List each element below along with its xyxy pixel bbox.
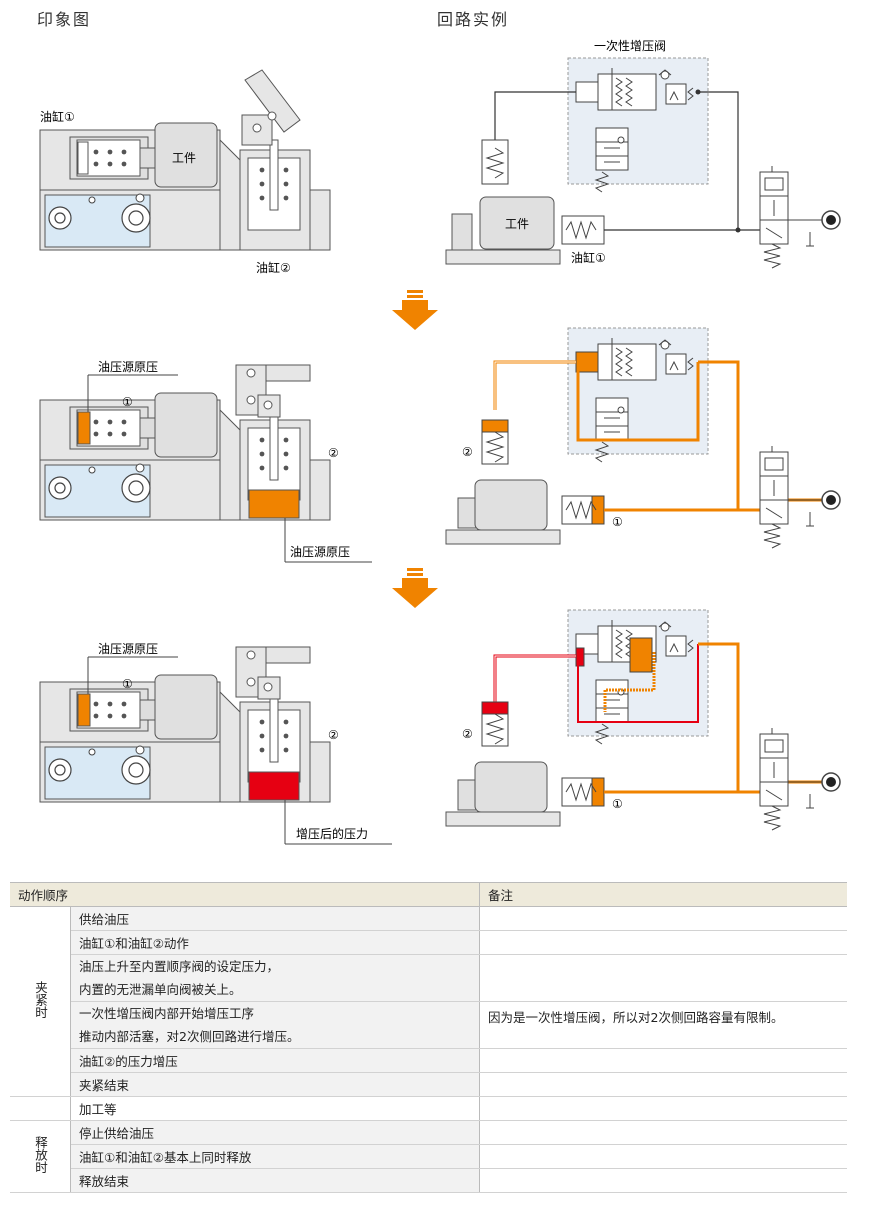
table-row: 夹紧结束 <box>70 1072 480 1097</box>
row-note <box>479 954 847 1002</box>
row-text: 夹紧结束 <box>79 1078 130 1093</box>
table-row: 油缸①和油缸②基本上同时释放 <box>70 1144 480 1169</box>
clamp-circuit-diagram: 油缸① 工件 油缸② 一次性增压阀 工件 油缸① 油压源原压 <box>39 39 841 845</box>
sequence-table: 动作顺序 备注 夹紧时 供给油压 油缸①和油缸②动作 油压上升至内置顺序阀的设定… <box>10 882 847 1193</box>
stage1-booster-valve <box>568 58 708 192</box>
row-note <box>479 1096 847 1121</box>
stage2-src-label-top: 油压源原压 <box>98 360 158 374</box>
stage3-n2: ② <box>328 728 339 742</box>
stage-3: 油压源原压 ① ② 增压后的压力 ② ① <box>39 610 841 845</box>
stage2-n2: ② <box>328 446 339 460</box>
group-release-label: 释放时 <box>33 1135 48 1174</box>
stage3-n1: ① <box>122 677 133 691</box>
row-note <box>479 1048 847 1073</box>
row-text: 推动内部活塞，对2次侧回路进行增压。 <box>79 1029 300 1044</box>
table-row: 油缸①和油缸②动作 <box>70 930 480 955</box>
row-text: 供给油压 <box>79 912 130 927</box>
table-row: 释放结束 <box>70 1168 480 1193</box>
row-text: 内置的无泄漏单向阀被关上。 <box>79 982 242 997</box>
stage-2: 油压源原压 ① ② 油压源原压 ② ① <box>39 328 841 563</box>
table-row: 供给油压 <box>70 906 480 931</box>
col-action-header: 动作顺序 <box>10 882 480 907</box>
right-header: 回路实例 <box>437 10 510 29</box>
row-note: 因为是一次性增压阀，所以对2次侧回路容量有限制。 <box>479 1001 847 1049</box>
stage3-booster-valve <box>568 610 708 744</box>
stage3-boosted-label: 增压后的压力 <box>296 826 368 841</box>
col-note-header: 备注 <box>479 882 847 907</box>
table-row: 一次性增压阀内部开始增压工序 推动内部活塞，对2次侧回路进行增压。 <box>70 1001 480 1049</box>
group-clamp-label: 夹紧时 <box>33 980 48 1019</box>
stage2-circuit-n2: ② <box>462 445 473 459</box>
stage1-cyl1-label: 油缸① <box>40 109 75 124</box>
stage1-circuit-workpiece-label: 工件 <box>505 217 529 231</box>
row-note <box>479 906 847 931</box>
stage2-booster-valve <box>568 328 708 462</box>
row-text: 油缸①和油缸②动作 <box>79 936 189 951</box>
row-note <box>479 930 847 955</box>
table-row: 停止供给油压 <box>70 1120 480 1145</box>
row-text: 加工等 <box>79 1102 117 1117</box>
row-note <box>479 1144 847 1169</box>
row-text: 油缸①和油缸②基本上同时释放 <box>79 1150 252 1165</box>
stage1-cyl2-label: 油缸② <box>256 260 291 275</box>
stage2-n1: ① <box>122 395 133 409</box>
table-row: 加工等 <box>70 1096 480 1121</box>
down-arrow-2 <box>392 568 438 608</box>
stage1-circuit-cyl1-label: 油缸① <box>571 250 606 265</box>
stage1-workpiece-label: 工件 <box>172 151 196 165</box>
stage2-circuit-n1: ① <box>612 515 623 529</box>
row-text: 油压上升至内置顺序阀的设定压力， <box>79 959 280 974</box>
table-row: 油缸②的压力增压 <box>70 1048 480 1073</box>
left-header: 印象图 <box>37 10 92 29</box>
row-note <box>479 1072 847 1097</box>
row-text: 释放结束 <box>79 1174 130 1189</box>
row-note <box>479 1168 847 1193</box>
stage3-src-label: 油压源原压 <box>98 642 158 656</box>
stage1-valve-label: 一次性增压阀 <box>594 39 666 53</box>
stage1-lever <box>241 69 301 146</box>
group-blank <box>10 1096 71 1121</box>
stage2-dir-valve <box>759 445 841 549</box>
stage1-dir-valve <box>759 165 841 269</box>
stage2-src-label-bottom: 油压源原压 <box>290 545 350 559</box>
row-text: 停止供给油压 <box>79 1126 155 1141</box>
stage-1: 油缸① 工件 油缸② 一次性增压阀 工件 油缸① <box>39 39 841 275</box>
stage3-circuit-n2: ② <box>462 727 473 741</box>
stage3-circuit-n1: ① <box>612 797 623 811</box>
group-release: 释放时 <box>10 1120 71 1193</box>
stage2-lever <box>235 364 311 418</box>
table-row: 油压上升至内置顺序阀的设定压力， 内置的无泄漏单向阀被关上。 <box>70 954 480 1002</box>
stage1-mechanism <box>39 122 331 251</box>
row-text: 油缸②的压力增压 <box>79 1054 178 1069</box>
stage3-dir-valve <box>759 727 841 831</box>
row-note <box>479 1120 847 1145</box>
down-arrow-1 <box>392 290 438 330</box>
group-clamp: 夹紧时 <box>10 906 71 1097</box>
row-text: 一次性增压阀内部开始增压工序 <box>79 1006 255 1021</box>
stage3-lever <box>235 646 311 700</box>
